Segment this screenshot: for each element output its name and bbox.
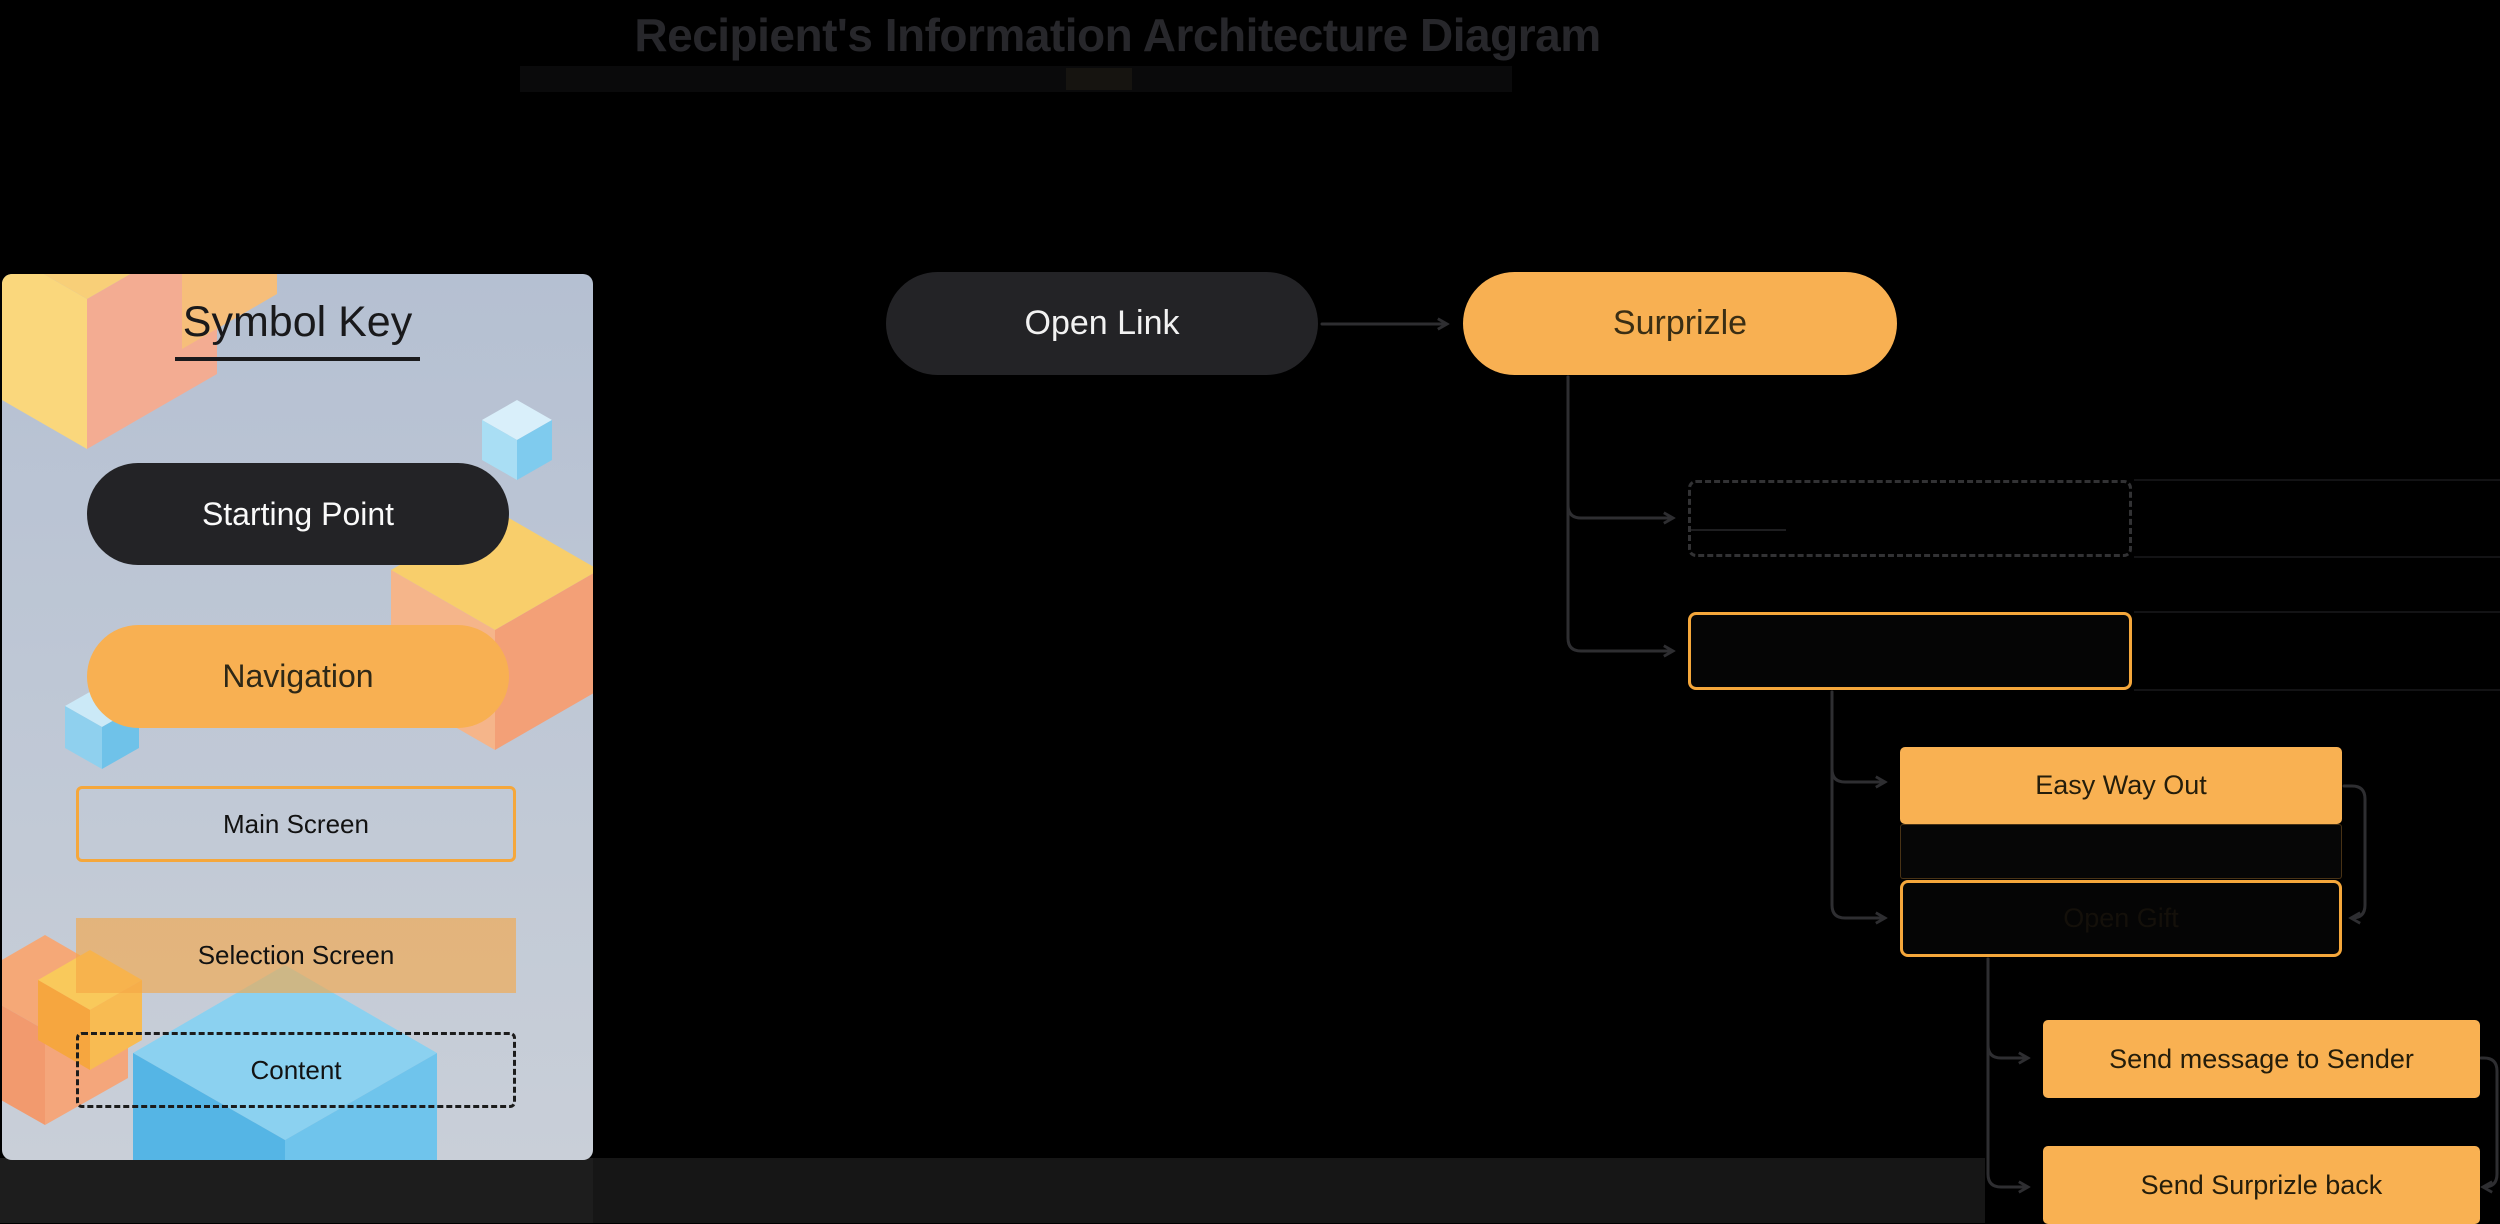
node-surprizle[interactable]: Surprizle	[1463, 272, 1897, 375]
connector-main-opengift	[1830, 690, 1884, 918]
legend-heading-wrap: Symbol Key	[2, 298, 593, 361]
node-send-message-to-sender[interactable]: Send message to Sender	[2043, 1020, 2480, 1098]
node-easy-way-out-label: Easy Way Out	[2035, 770, 2207, 800]
legend-heading: Symbol Key	[174, 298, 421, 361]
node-hidden-main-screen[interactable]	[1688, 612, 2132, 690]
connector-surprizle-content	[1566, 375, 1672, 518]
legend-label-starting-point: Starting Point	[201, 495, 395, 532]
ghost-subtitle-bar	[520, 66, 1512, 92]
connector-surprizle-main	[1566, 375, 1672, 651]
connector-loop-sendmessage-sendback	[2479, 1056, 2499, 1187]
connector-opengift-sendmessage	[1986, 957, 2027, 1058]
node-hidden-content[interactable]	[1688, 480, 2132, 557]
connector-opengift-sendback	[1986, 957, 2027, 1187]
node-hidden-dark[interactable]	[1900, 824, 2342, 879]
connector-main-easywayout	[1830, 690, 1884, 782]
node-easy-way-out[interactable]: Easy Way Out	[1900, 747, 2342, 824]
node-open-gift[interactable]: Open Gift	[1900, 880, 2342, 957]
legend-item-main-screen[interactable]: Main Screen	[76, 786, 516, 862]
node-send-message-label: Send message to Sender	[2109, 1043, 2414, 1074]
legend-label-selection-screen: Selection Screen	[197, 940, 395, 970]
symbol-key-panel: Symbol Key Starting Point Navigation Mai…	[2, 274, 593, 1160]
page-title: Recipient's Information Architecture Dia…	[634, 9, 1601, 61]
node-open-link-label: Open Link	[1024, 304, 1180, 342]
panel-decoration-cubes	[2, 274, 593, 1160]
legend-label-main-screen: Main Screen	[223, 808, 369, 839]
legend-label-navigation: Navigation	[222, 658, 374, 694]
legend-item-navigation[interactable]: Navigation	[87, 625, 509, 728]
legend-label-content: Content	[250, 1054, 342, 1085]
canvas-background-strip-under-panel	[0, 1158, 593, 1223]
node-open-link[interactable]: Open Link	[886, 272, 1318, 375]
node-send-surprizle-back[interactable]: Send Surprizle back	[2043, 1146, 2480, 1224]
legend-item-content[interactable]: Content	[76, 1032, 516, 1108]
node-open-gift-label: Open Gift	[2063, 903, 2179, 933]
ghost-subtitle-smudge	[1066, 68, 1132, 90]
legend-item-starting-point[interactable]: Starting Point	[87, 463, 509, 565]
node-surprizle-label: Surprizle	[1612, 304, 1748, 342]
connector-loop-easywayout-opengift	[2342, 784, 2367, 918]
node-send-back-label: Send Surprizle back	[2140, 1169, 2383, 1200]
legend-item-selection-screen[interactable]: Selection Screen	[76, 918, 516, 993]
ghost-content-line	[1691, 529, 1786, 531]
